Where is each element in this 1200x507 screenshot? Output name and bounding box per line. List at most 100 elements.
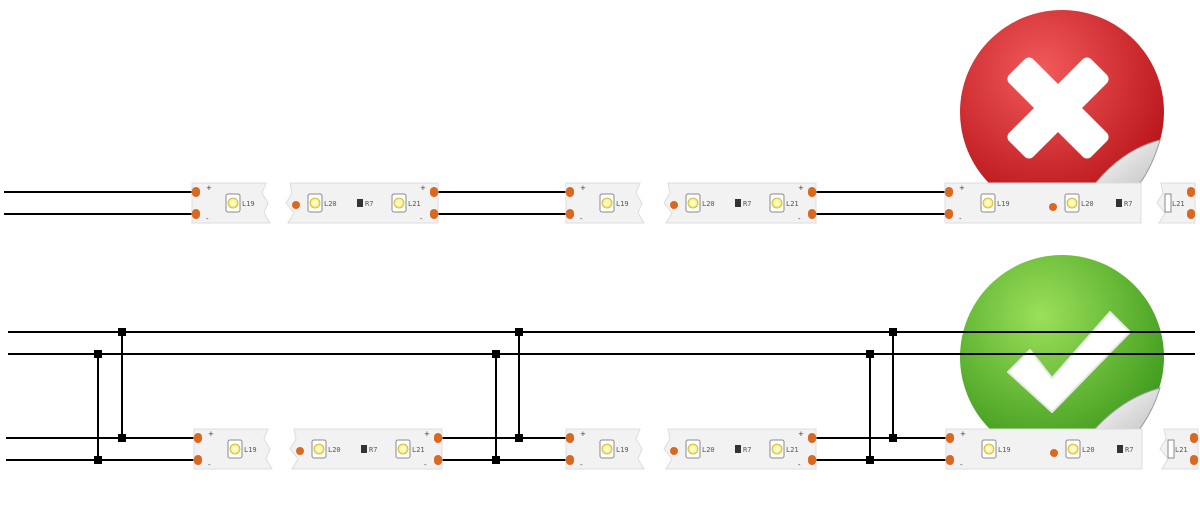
minus-mark: - xyxy=(960,461,963,469)
led-label: L21 xyxy=(786,200,799,208)
resistor-label: R7 xyxy=(369,446,377,454)
led-label: L21 xyxy=(1172,200,1185,208)
minus-mark: - xyxy=(208,461,211,469)
resistor-label: R7 xyxy=(743,446,751,454)
led-label: L20 xyxy=(1082,446,1095,454)
minus-mark: - xyxy=(580,215,583,223)
solder-pad xyxy=(192,187,200,197)
led-light xyxy=(687,197,699,209)
resistor xyxy=(735,445,741,453)
led-light xyxy=(687,443,699,455)
led-label: L20 xyxy=(702,200,715,208)
plus-mark: + xyxy=(420,184,426,192)
solder-pad xyxy=(1190,455,1198,465)
strip-segment-c: + - L19 L20 R7 xyxy=(945,428,1143,470)
led-light xyxy=(983,443,995,455)
strip-segment-b: L20 R7 L21 + - xyxy=(289,428,443,470)
led-label: L21 xyxy=(1175,446,1188,454)
minus-mark: - xyxy=(424,461,427,469)
led-light xyxy=(771,443,783,455)
strip-segment-a: + - L19 xyxy=(191,182,271,224)
led-light xyxy=(229,443,241,455)
parallel-bus xyxy=(6,331,1195,461)
solder-pad xyxy=(434,455,442,465)
led-label: L21 xyxy=(786,446,799,454)
led-label: L19 xyxy=(616,200,629,208)
plus-mark: + xyxy=(798,430,804,438)
junction-dots xyxy=(94,328,897,464)
resistor-label: R7 xyxy=(1124,200,1132,208)
solder-pad xyxy=(192,209,200,219)
led-label: L19 xyxy=(616,446,629,454)
solder-dot xyxy=(1050,449,1058,457)
resistor-label: R7 xyxy=(365,200,373,208)
plus-mark: + xyxy=(206,184,212,192)
solder-pad xyxy=(1187,209,1195,219)
solder-pad xyxy=(566,209,574,219)
solder-pad xyxy=(430,209,438,219)
right-badge xyxy=(960,255,1164,459)
strip-segment-b: L20 R7 L21 + - xyxy=(663,428,817,470)
led-light xyxy=(601,443,613,455)
minus-mark: - xyxy=(798,461,801,469)
solder-pad xyxy=(566,187,574,197)
minus-mark: - xyxy=(959,215,962,223)
led-light xyxy=(1066,197,1078,209)
resistor xyxy=(361,445,367,453)
solder-dot xyxy=(292,201,300,209)
resistor-label: R7 xyxy=(1125,446,1133,454)
led-label: L19 xyxy=(997,200,1010,208)
solder-pad xyxy=(430,187,438,197)
solder-pad xyxy=(808,209,816,219)
led-label: L20 xyxy=(324,200,337,208)
solder-dot xyxy=(670,201,678,209)
solder-pad xyxy=(194,433,202,443)
minus-mark: - xyxy=(206,215,209,223)
solder-pad xyxy=(945,187,953,197)
strip-segment-a: + - L19 xyxy=(565,182,645,224)
solder-pad xyxy=(808,187,816,197)
series-wires xyxy=(4,191,946,215)
led-light xyxy=(1067,443,1079,455)
check-icon xyxy=(1007,311,1131,413)
led-label: L19 xyxy=(998,446,1011,454)
led-label: L19 xyxy=(242,200,255,208)
led-light xyxy=(771,197,783,209)
minus-mark: - xyxy=(580,461,583,469)
led-label: L21 xyxy=(412,446,425,454)
led-label: L19 xyxy=(244,446,257,454)
strip-segment-b: L20 R7 L21 + - xyxy=(285,182,439,224)
solder-pad xyxy=(808,433,816,443)
resistor xyxy=(1116,199,1122,207)
solder-pad xyxy=(194,455,202,465)
solder-pad xyxy=(434,433,442,443)
plus-mark: + xyxy=(580,184,586,192)
solder-pad xyxy=(1187,187,1195,197)
led-label: L20 xyxy=(702,446,715,454)
plus-mark: + xyxy=(208,430,214,438)
solder-pad xyxy=(946,455,954,465)
strip-segment-c: + - L19 L20 R7 xyxy=(944,182,1142,224)
resistor xyxy=(735,199,741,207)
strip-segment-d: L21 xyxy=(1156,182,1196,224)
plus-mark: + xyxy=(959,184,965,192)
led-light xyxy=(982,197,994,209)
solder-pad xyxy=(1190,433,1198,443)
plus-mark: + xyxy=(580,430,586,438)
plus-mark: + xyxy=(960,430,966,438)
solder-pad xyxy=(566,455,574,465)
led-label: L20 xyxy=(328,446,341,454)
plus-mark: + xyxy=(424,430,430,438)
strip-segment-a: + - L19 xyxy=(193,428,273,470)
solder-pad xyxy=(808,455,816,465)
led-label: L21 xyxy=(408,200,421,208)
wrong-badge xyxy=(960,10,1164,214)
led-light xyxy=(313,443,325,455)
led-label: L20 xyxy=(1081,200,1094,208)
resistor-label: R7 xyxy=(743,200,751,208)
solder-pad xyxy=(566,433,574,443)
minus-mark: - xyxy=(420,215,423,223)
